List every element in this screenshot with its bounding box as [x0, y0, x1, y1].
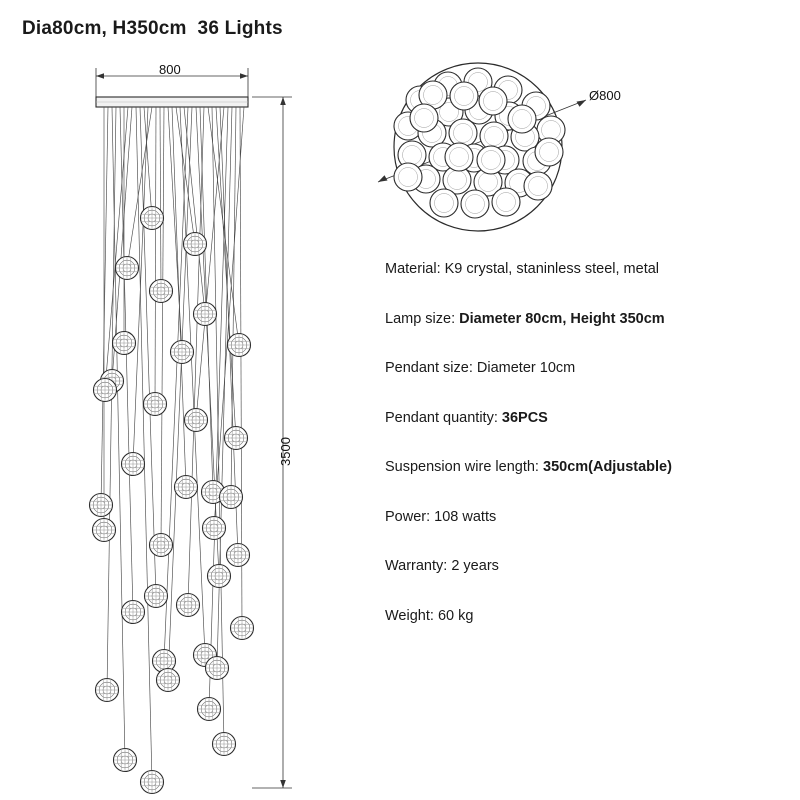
spec-material-label: Material:	[385, 261, 445, 277]
spec-power-label: Power:	[385, 508, 435, 525]
spec-wire-length: Suspension wire length: 350cm(Adjustable…	[385, 460, 785, 475]
spec-wire-length-label: Suspension wire length:	[385, 459, 543, 475]
ceiling-canopy	[95, 96, 249, 108]
spec-power-value: 108 watts	[434, 508, 497, 525]
spec-wire-length-value: 350cm(Adjustable)	[543, 459, 672, 475]
spec-lamp-size-value: Diameter 80cm, Height 350cm	[459, 310, 665, 327]
spec-weight-label: Weight:	[385, 607, 438, 624]
spec-warranty-value: 2 years	[451, 558, 499, 574]
height-dimension	[252, 96, 292, 789]
spec-material-value: K9 crystal, staninless steel, metal	[444, 261, 660, 277]
spec-power: Power: 108 watts	[385, 508, 785, 525]
top-plan-view	[377, 62, 587, 232]
suspension-wires	[100, 106, 245, 783]
specifications-list: Material: K9 crystal, staninless steel, …	[385, 262, 785, 658]
spec-weight: Weight: 60 kg	[385, 607, 785, 624]
spec-pendant-size: Pendant size: Diameter 10cm	[385, 361, 785, 376]
spec-weight-value: 60 kg	[437, 607, 474, 624]
height-label: 3500	[278, 437, 293, 466]
spec-pendant-size-value: Diameter 10cm	[476, 360, 576, 376]
top-width-label: 800	[159, 62, 181, 77]
spec-lamp-size-label: Lamp size:	[385, 310, 460, 327]
pendant-crystal-balls	[88, 205, 255, 795]
spec-pendant-quantity-value: 36PCS	[501, 409, 548, 426]
spec-warranty: Warranty: 2 years	[385, 559, 785, 574]
spec-warranty-label: Warranty:	[385, 558, 452, 574]
spec-pendant-quantity-label: Pendant quantity:	[385, 409, 502, 426]
spec-material: Material: K9 crystal, staninless steel, …	[385, 262, 785, 277]
diameter-label: Ø800	[589, 88, 621, 103]
spec-pendant-size-label: Pendant size:	[385, 360, 477, 376]
spec-lamp-size: Lamp size: Diameter 80cm, Height 350cm	[385, 310, 785, 327]
spec-pendant-quantity: Pendant quantity: 36PCS	[385, 409, 785, 426]
page-title: Dia80cm, H350cm 36 Lights	[22, 18, 283, 39]
